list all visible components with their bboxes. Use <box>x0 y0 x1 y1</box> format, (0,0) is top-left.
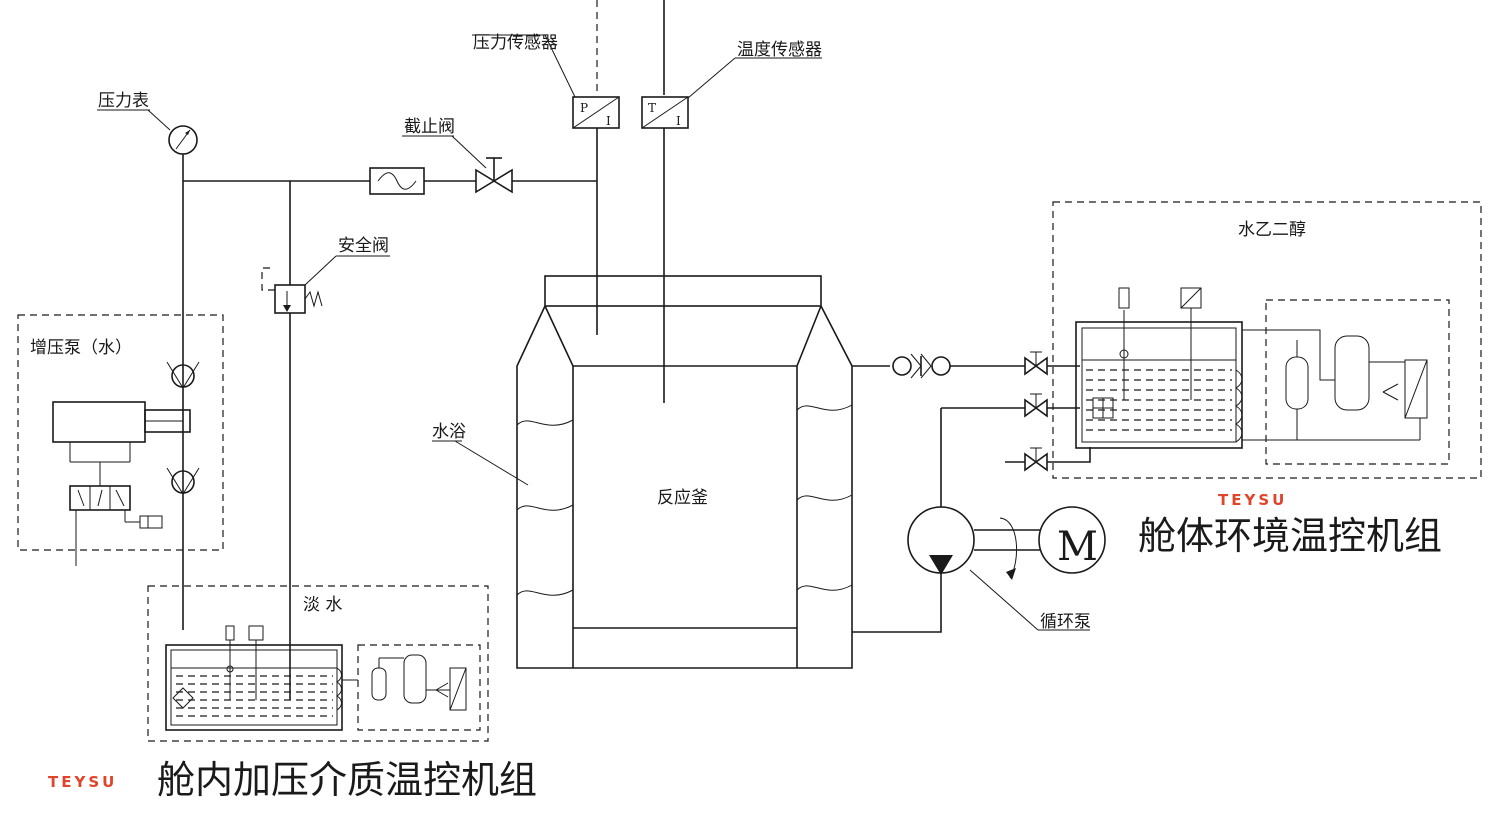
water-bath-label: 水浴 <box>432 422 466 442</box>
motor-letter: M <box>1057 524 1098 570</box>
safety-valve-icon <box>261 267 323 314</box>
glycol-valves <box>1005 351 1091 472</box>
booster-cylinder-icon <box>52 401 191 463</box>
check-valve-upper-icon <box>166 361 200 389</box>
temperature-sensor: T I <box>641 96 689 129</box>
stop-valve-label: 截止阀 <box>404 117 455 137</box>
pressure-sensor-label: 压力传感器 <box>473 33 558 53</box>
glycol-label: 水乙二醇 <box>1238 220 1306 240</box>
temperature-sensor-label: 温度传感器 <box>737 40 822 60</box>
pressure-sensor-leader <box>544 34 576 98</box>
stop-valve-leader <box>451 135 487 169</box>
pressure-sensor: P I <box>572 96 620 129</box>
motor-icon: M <box>1038 506 1106 574</box>
pressure-gauge-icon <box>168 125 198 155</box>
circulation-pump-leader <box>969 569 1039 631</box>
reactor-label: 反应釜 <box>657 488 708 508</box>
pressure-gauge-leader <box>147 109 171 131</box>
directional-valve-icon <box>69 462 163 566</box>
check-valve-lower-icon <box>166 467 200 495</box>
filter-icon <box>369 167 425 195</box>
fresh-water-box <box>147 585 489 742</box>
pressure-gauge-label: 压力表 <box>98 91 149 111</box>
glycol-unit-box <box>1052 201 1482 479</box>
fresh-water-chiller-box <box>357 644 481 731</box>
circulation-pump-icon <box>907 506 1040 580</box>
booster-pump-box <box>17 314 224 551</box>
reactor-vessel <box>516 275 853 669</box>
glycol-chiller-box <box>1265 299 1450 465</box>
temperature-sensor-t: T <box>648 101 656 115</box>
water-bath-leader <box>454 440 529 486</box>
glycol-tank <box>1075 287 1243 449</box>
circulation-pump-label: 循环泵 <box>1040 612 1091 632</box>
stop-valve-icon <box>475 157 513 194</box>
inner-unit-brand: TEYSU <box>48 773 117 791</box>
inner-unit-title: 舱内加压介质温控机组 <box>157 758 537 802</box>
temperature-sensor-i: I <box>676 114 681 128</box>
pressure-sensor-p: P <box>580 101 588 115</box>
booster-pump-label: 增压泵（水） <box>30 338 132 358</box>
pressure-sensor-i: I <box>606 114 611 128</box>
fresh-water-label: 淡 水 <box>303 595 342 615</box>
fresh-water-chiller-icon <box>342 654 467 711</box>
glycol-chiller-icon <box>1242 329 1428 441</box>
pump-discharge-pipe <box>852 573 942 633</box>
safety-valve-leader <box>304 255 337 286</box>
fresh-water-tank <box>165 625 343 731</box>
safety-valve-label: 安全阀 <box>338 236 389 256</box>
temperature-sensor-leader <box>687 57 736 99</box>
quick-coupling-icon <box>892 353 951 379</box>
cabin-unit-title: 舱体环境温控机组 <box>1138 514 1442 558</box>
cabin-unit-brand: TEYSU <box>1218 491 1287 509</box>
